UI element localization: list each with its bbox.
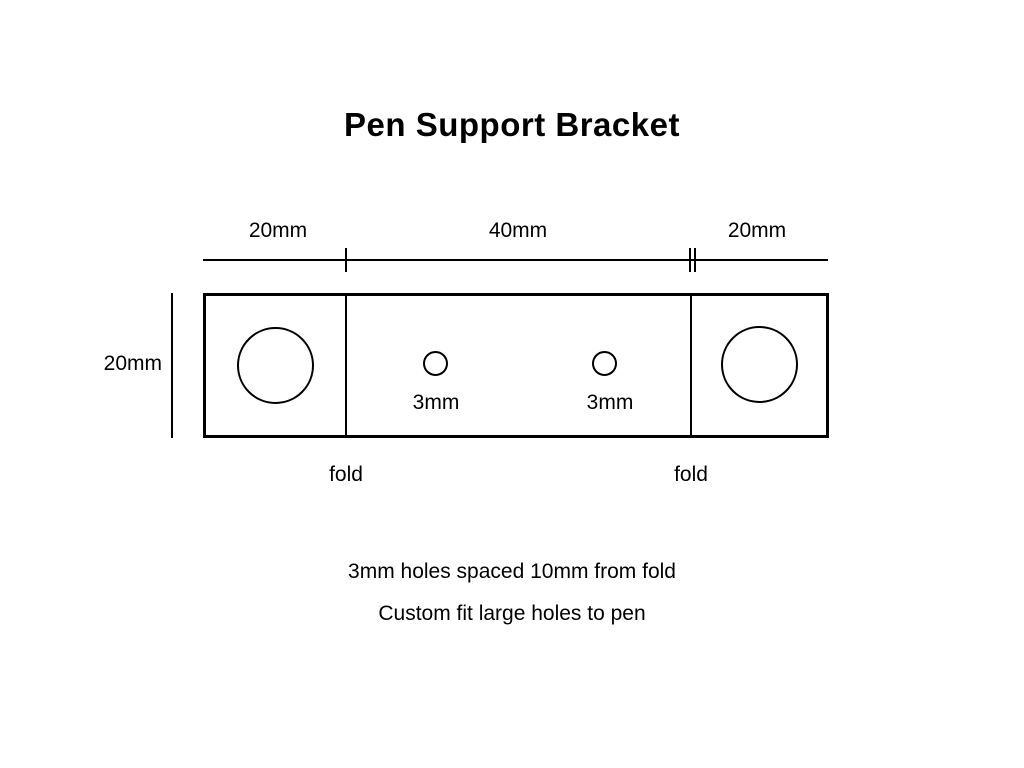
small-hole-right bbox=[592, 351, 617, 376]
fold-line-left bbox=[345, 294, 347, 437]
fold-line-right bbox=[690, 294, 692, 437]
note-custom-fit: Custom fit large holes to pen bbox=[378, 602, 646, 625]
vertical-dimension-line bbox=[171, 293, 173, 438]
dimension-tick-right-fold-a bbox=[689, 248, 691, 272]
dimension-label-right-flange: 20mm bbox=[727, 219, 787, 242]
large-hole-left bbox=[237, 327, 314, 404]
dimension-label-left-flange: 20mm bbox=[248, 219, 308, 242]
horizontal-dimension-line bbox=[203, 259, 828, 261]
note-hole-spacing: 3mm holes spaced 10mm from fold bbox=[348, 560, 676, 583]
small-hole-label-left: 3mm bbox=[412, 391, 460, 414]
dimension-label-center-span: 40mm bbox=[488, 219, 548, 242]
small-hole-left bbox=[423, 351, 448, 376]
dimension-label-height: 20mm bbox=[103, 352, 162, 375]
fold-caption-right: fold bbox=[674, 463, 708, 486]
small-hole-label-right: 3mm bbox=[586, 391, 634, 414]
large-hole-right bbox=[721, 326, 798, 403]
dimension-tick-right-fold-b bbox=[694, 248, 696, 272]
page-title: Pen Support Bracket bbox=[344, 106, 680, 143]
fold-caption-left: fold bbox=[329, 463, 363, 486]
dimension-tick-left-fold bbox=[345, 248, 347, 272]
